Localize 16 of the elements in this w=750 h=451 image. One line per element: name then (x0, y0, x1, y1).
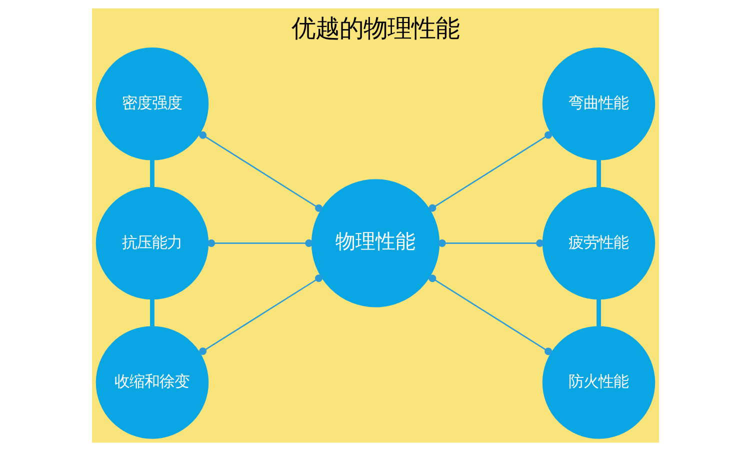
node-circle: 弯曲性能 (542, 48, 655, 160)
connector (428, 131, 552, 212)
node-circle: 物理性能 (310, 179, 440, 308)
connector (207, 239, 312, 247)
node-circle: 疲劳性能 (542, 186, 655, 300)
connector (150, 160, 154, 188)
connector (150, 299, 154, 326)
node-circle: 防火性能 (542, 326, 655, 439)
connector (428, 274, 552, 356)
node-circle: 抗压能力 (95, 186, 208, 300)
connector (596, 160, 600, 188)
connector (198, 274, 322, 356)
diagram-title: 优越的物理性能 (291, 14, 459, 43)
connector (438, 239, 544, 247)
connector (596, 299, 600, 326)
connector (198, 131, 322, 212)
